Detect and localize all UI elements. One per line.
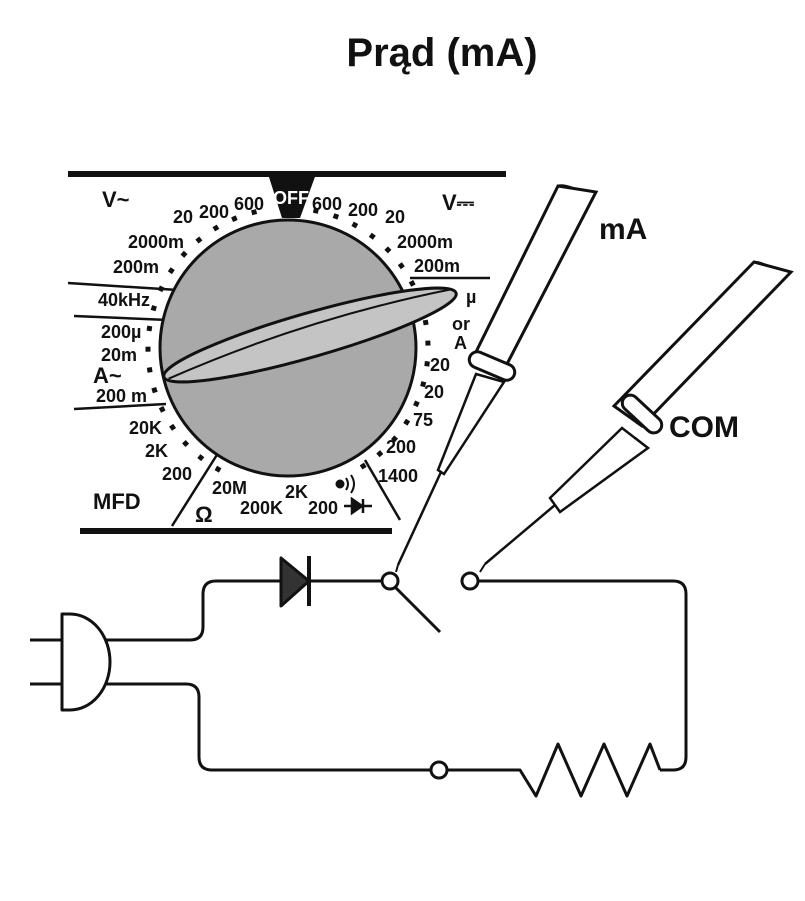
bottom-terminal xyxy=(429,760,449,780)
label-v-ac-600: 600 xyxy=(234,194,264,214)
dial-tick xyxy=(368,232,376,240)
label-ohm: Ω xyxy=(195,502,213,527)
label-ohm-20m: 20M xyxy=(212,478,247,498)
label-left-200m-amp: 200 m xyxy=(96,386,147,406)
probe-ma[interactable] xyxy=(395,184,599,573)
dial-tick xyxy=(403,418,411,426)
separator-right-diode xyxy=(363,459,402,521)
label-right-or: or xyxy=(452,314,470,334)
label-v-dc-20: 20 xyxy=(385,207,405,227)
separator-mfd xyxy=(170,449,222,527)
wire-right xyxy=(478,579,688,772)
label-left-2k: 2K xyxy=(145,441,168,461)
label-ohm-200: 200 xyxy=(308,498,338,518)
probe-com[interactable] xyxy=(479,260,794,573)
dial-tick xyxy=(384,246,392,254)
dial-tick xyxy=(195,236,203,244)
dial-tick xyxy=(180,250,188,258)
label-left-200m: 200m xyxy=(113,257,159,277)
dial-ticks xyxy=(145,207,431,473)
label-lead-com: COM xyxy=(669,411,739,444)
dial-tick xyxy=(150,305,157,312)
dial-tick xyxy=(157,285,165,293)
dial-tick xyxy=(146,367,153,373)
off-wedge xyxy=(268,174,316,218)
dial-tick xyxy=(351,221,359,229)
label-right-2000m: 2000m xyxy=(397,232,453,252)
diagram-title: Prąd (mA) xyxy=(346,31,537,75)
switch-contact-right xyxy=(460,571,480,591)
diode-symbol xyxy=(278,556,311,608)
label-right-200m: 200m xyxy=(414,256,460,276)
separator-40khz-bottom xyxy=(73,314,169,322)
dial-tick xyxy=(425,340,431,346)
dial-tick xyxy=(212,224,220,232)
label-mfd: MFD xyxy=(93,489,141,514)
label-v-ac: V~ xyxy=(102,187,130,212)
label-right-1400: 1400 xyxy=(378,466,418,486)
dial-tick xyxy=(424,361,430,367)
dial-tick xyxy=(197,454,205,462)
wire-bottom-left xyxy=(106,682,431,772)
dial-tick xyxy=(376,450,384,458)
label-left-200: 200 xyxy=(162,464,192,484)
label-right-75: 75 xyxy=(413,410,433,430)
dial-tick xyxy=(422,319,429,326)
dial-tick xyxy=(151,386,158,394)
dial-tick xyxy=(146,325,153,332)
dial-tick xyxy=(214,465,222,473)
label-v-ac-20: 20 xyxy=(173,207,193,227)
dial-tick xyxy=(420,381,427,388)
dial-tick xyxy=(359,462,367,470)
circuit xyxy=(30,556,688,798)
dial-tick xyxy=(390,435,399,443)
dial-tick xyxy=(182,439,190,448)
label-right-a: A xyxy=(454,333,467,353)
label-ohm-2k: 2K xyxy=(285,482,308,502)
label-left-2000m: 2000m xyxy=(128,232,184,252)
label-ohm-200k: 200K xyxy=(240,498,283,518)
dial-tick xyxy=(413,400,420,408)
knob-pointer xyxy=(162,286,458,384)
label-left-200u: 200µ xyxy=(101,322,141,342)
label-right-u: µ xyxy=(466,287,476,307)
label-right-20-b: 20 xyxy=(424,382,444,402)
label-a-ac: A~ xyxy=(93,363,122,388)
switch-contact-left xyxy=(380,571,400,591)
label-lead-ma: mA xyxy=(599,213,647,246)
dial-tick xyxy=(145,346,151,352)
wire-top-left xyxy=(106,579,278,642)
dial-tick xyxy=(169,423,177,431)
dial-tick xyxy=(312,207,319,214)
label-v-dc-200: 200 xyxy=(348,200,378,220)
dial-tick xyxy=(167,267,175,275)
label-off: OFF xyxy=(273,188,309,208)
label-v-dc-600: 600 xyxy=(312,194,342,214)
dial-labels: OFF V~ V⎓ 20 200 600 600 200 20 2000m 20… xyxy=(93,187,476,527)
dial-panel xyxy=(67,171,506,534)
diode-range-icon xyxy=(344,496,372,516)
label-v-dc: V⎓ xyxy=(442,190,475,215)
dial-tick xyxy=(332,213,340,220)
label-right-20-a: 20 xyxy=(430,355,450,375)
switch-blade xyxy=(394,586,442,634)
dial-tick xyxy=(158,406,166,413)
dial-tick xyxy=(408,280,416,287)
dial-tick xyxy=(251,209,258,216)
separator-amp xyxy=(73,402,167,411)
continuity-beeper-icon xyxy=(335,474,355,494)
dial-tick xyxy=(397,262,405,270)
label-v-ac-200: 200 xyxy=(199,202,229,222)
label-right-200: 200 xyxy=(386,437,416,457)
label-left-20k: 20K xyxy=(129,418,162,438)
resistor-symbol xyxy=(510,742,662,798)
plug-body xyxy=(60,612,112,712)
dial-tick xyxy=(231,215,238,222)
label-left-20m: 20m xyxy=(101,345,137,365)
label-left-40khz: 40kHz xyxy=(98,290,150,310)
